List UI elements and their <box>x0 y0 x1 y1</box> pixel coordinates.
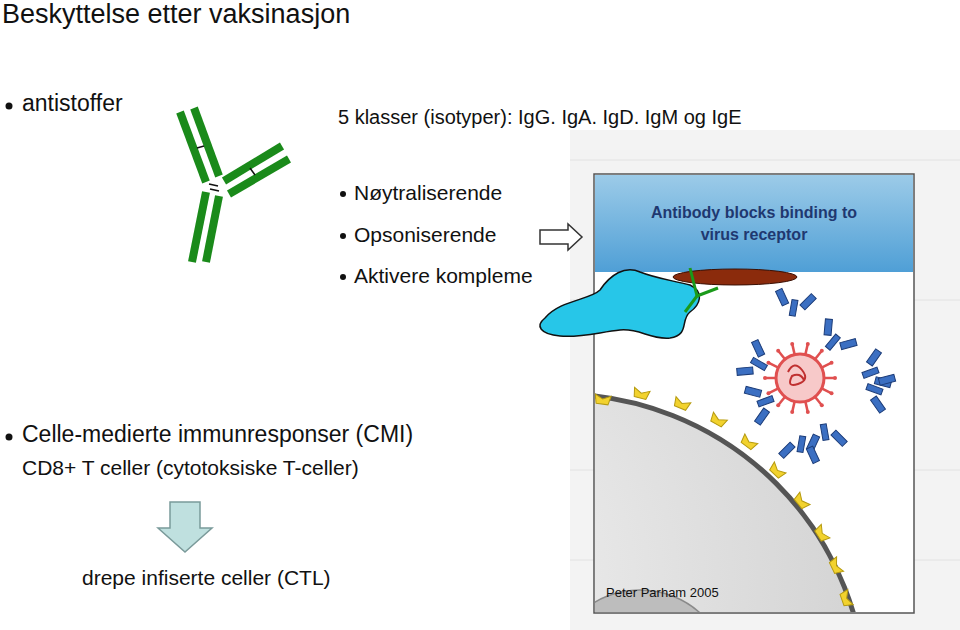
bullets <box>6 103 347 441</box>
small-antibody <box>685 268 718 312</box>
macrophage <box>540 270 699 339</box>
bullet-text: Aktivere kompleme <box>354 263 533 288</box>
sub-text: CD8+ T celler (cytotoksiske T-celler) <box>22 455 359 480</box>
figure-band: Antibody blocks binding to virus recepto… <box>595 175 913 272</box>
cell-receptors <box>594 387 853 607</box>
bullet-text: Opsoniserende <box>354 222 496 247</box>
bullet-text: Celle-medierte immunresponser (CMI) <box>22 421 413 449</box>
credit-text: Peter Parham 2005 <box>606 585 719 601</box>
blue-antibodies <box>734 287 898 464</box>
bullet-text: Nøytraliserende <box>354 180 502 205</box>
result-text: drepe infiserte celler (CTL) <box>82 565 331 590</box>
band-heading: Antibody blocks binding to virus recepto… <box>634 202 874 245</box>
blue-band <box>595 175 913 272</box>
slide-title: Beskyttelse etter vaksinasjon <box>2 0 350 30</box>
down-arrow <box>158 502 212 552</box>
antibody-icon <box>180 108 289 262</box>
cell <box>595 394 866 612</box>
hollow-arrow <box>540 224 582 250</box>
antibody-ticks <box>197 146 255 191</box>
bullet-text: antistoffer <box>22 90 123 118</box>
isotype-text: 5 klasser (isotyper): IgG. IgA. IgD. IgM… <box>338 105 742 129</box>
virus <box>763 342 837 414</box>
